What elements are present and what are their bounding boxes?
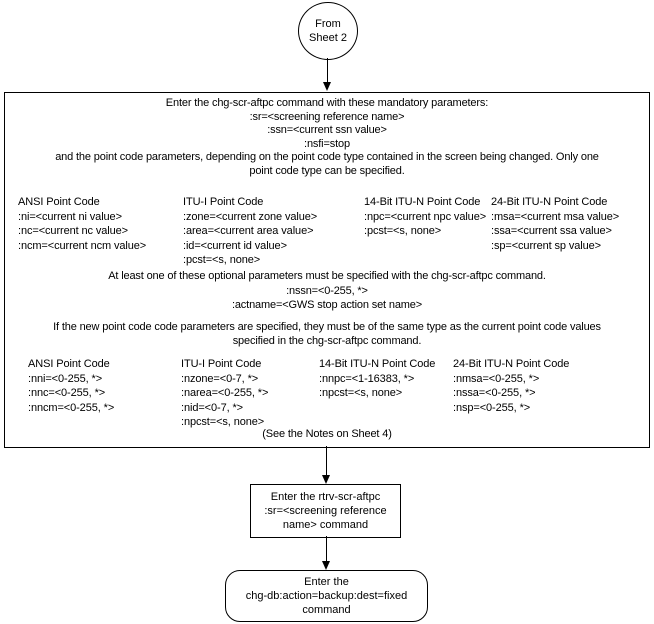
current-24bit-itu-n-point-code-column: 24-Bit ITU-N Point Code :msa=<current ms… bbox=[491, 195, 619, 253]
new-ansi-point-code-column: ANSI Point Code :nni=<0-255, *> :nnc=<0-… bbox=[28, 357, 114, 415]
start-circle: From Sheet 2 bbox=[298, 2, 358, 60]
new-itu-i-point-code-column: ITU-I Point Code :nzone=<0-7, *> :narea=… bbox=[181, 357, 268, 430]
new-point-code-text: If the new point code code parameters ar… bbox=[53, 321, 601, 347]
column-params: :nmsa=<0-255, *> :nssa=<0-255, *> :nsp=<… bbox=[453, 372, 540, 414]
arrow-shaft bbox=[326, 58, 329, 83]
optional-parameters-text: At least one of these optional parameter… bbox=[108, 270, 546, 312]
new-24bit-itu-n-point-code-column: 24-Bit ITU-N Point Code :nmsa=<0-255, *>… bbox=[453, 357, 569, 415]
see-notes-text: (See the Notes on Sheet 4) bbox=[262, 428, 392, 440]
column-title: 24-Bit ITU-N Point Code bbox=[453, 358, 570, 370]
mandatory-parameters-text: Enter the chg-scr-aftpc command with the… bbox=[55, 97, 599, 177]
column-title: 14-Bit ITU-N Point Code bbox=[319, 358, 436, 370]
rtrv-scr-aftpc-box: Enter the rtrv-scr-aftpc :sr=<screening … bbox=[250, 484, 401, 538]
column-title: ITU-I Point Code bbox=[181, 358, 262, 370]
chg-db-backup-box: Enter the chg-db:action=backup:dest=fixe… bbox=[225, 570, 428, 622]
arrow-rtrv-to-backup bbox=[322, 536, 331, 570]
chg-db-backup-text: Enter the chg-db:action=backup:dest=fixe… bbox=[245, 576, 408, 616]
arrow-start-to-main bbox=[323, 58, 332, 91]
arrow-shaft bbox=[325, 446, 328, 476]
column-params: :zone=<current zone value> :area=<curren… bbox=[183, 210, 318, 267]
main-process-box: Enter the chg-scr-aftpc command with the… bbox=[4, 92, 650, 448]
current-itu-i-point-code-column: ITU-I Point Code :zone=<current zone val… bbox=[183, 195, 317, 268]
current-14bit-itu-n-point-code-column: 14-Bit ITU-N Point Code :npc=<current np… bbox=[364, 195, 486, 239]
arrow-head-icon bbox=[323, 82, 331, 91]
column-title: ANSI Point Code bbox=[18, 196, 100, 208]
arrow-head-icon bbox=[322, 475, 330, 484]
column-params: :nni=<0-255, *> :nnc=<0-255, *> :nncm=<0… bbox=[28, 372, 115, 414]
column-params: :nzone=<0-7, *> :narea=<0-255, *> :nid=<… bbox=[181, 372, 269, 429]
arrow-shaft bbox=[325, 536, 328, 562]
current-ansi-point-code-column: ANSI Point Code :ni=<current ni value> :… bbox=[18, 195, 146, 253]
column-title: ITU-I Point Code bbox=[183, 196, 264, 208]
start-circle-label: From Sheet 2 bbox=[309, 18, 347, 44]
column-params: :npc=<current npc value> :pcst=<s, none> bbox=[364, 210, 487, 238]
arrow-main-to-rtrv bbox=[322, 446, 331, 484]
arrow-head-icon bbox=[322, 561, 330, 570]
column-params: :msa=<current msa value> :ssa=<current s… bbox=[491, 210, 620, 252]
column-title: 24-Bit ITU-N Point Code bbox=[491, 196, 608, 208]
column-params: :ni=<current ni value> :nc=<current nc v… bbox=[18, 210, 147, 252]
rtrv-scr-aftpc-text: Enter the rtrv-scr-aftpc :sr=<screening … bbox=[264, 491, 387, 531]
column-title: 14-Bit ITU-N Point Code bbox=[364, 196, 481, 208]
column-params: :nnpc=<1-16383, *> :npcst=<s, none> bbox=[319, 372, 415, 400]
new-14bit-itu-n-point-code-column: 14-Bit ITU-N Point Code :nnpc=<1-16383, … bbox=[319, 357, 435, 401]
column-title: ANSI Point Code bbox=[28, 358, 110, 370]
